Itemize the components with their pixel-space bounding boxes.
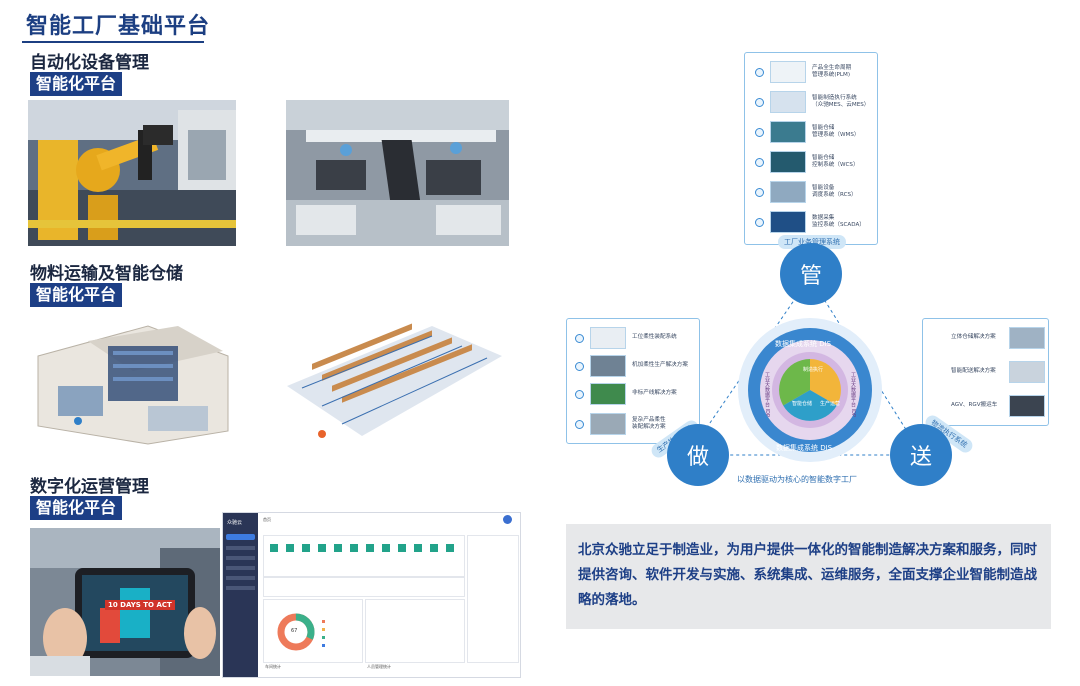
production-systems-box: 工位柔性装配系统 机加柔性生产解决方案 非标产线解决方案 复杂产品柔性 装配解决… [566, 318, 700, 444]
empty-panel [365, 599, 465, 663]
title-underline [22, 41, 204, 43]
plm-thumbnail [770, 61, 806, 83]
logistics-systems-box: 立体仓储解决方案 智能配送解决方案 AGV、RGV搬运车 [922, 318, 1049, 426]
list-item: 产品全生命周期 管理系统(PLM) [755, 61, 851, 83]
dashboard-nav-item[interactable] [226, 576, 255, 580]
list-item: 非标产线解决方案 [575, 383, 677, 405]
company-description-box: 北京众驰立足于制造业，为用户提供一体化的智能制造解决方案和服务，同时提供咨询、软… [566, 524, 1051, 629]
agv-thumbnail [1009, 395, 1045, 417]
make-circle: 做 [667, 424, 729, 486]
section-badge-logistics: 智能化平台 [30, 283, 123, 307]
inner-label-right: 工业大数据平台 IDP [850, 372, 856, 417]
wcs-thumbnail [770, 151, 806, 173]
tablet-ar-photo: 10 DAYS TO ACT [30, 528, 220, 676]
dashboard-tab[interactable]: 首页 [263, 517, 271, 522]
robot-arm-photo [28, 100, 236, 246]
custom-line-thumbnail [590, 383, 626, 405]
dashboard-nav-item[interactable] [226, 566, 255, 570]
ring-label-top: 数据集成系统 DIS [775, 340, 832, 348]
donut-value: 67 [291, 628, 298, 634]
ring-label-bottom: 数据集成系统 DIS [776, 444, 833, 452]
dashboard-logo: 众驰云 [227, 520, 243, 526]
list-item: 智能配送解决方案 [945, 361, 1045, 383]
tablet-overlay-text: 10 DAYS TO ACT [105, 600, 175, 610]
section-title-equipment: 自动化设备管理 [30, 53, 149, 73]
rcs-thumbnail [770, 181, 806, 203]
donut-panel: 67 [263, 599, 363, 663]
list-item: 智能仓储 管理系统（WMS） [755, 121, 859, 143]
diagram-caption: 以数据驱动为核心的智能数字工厂 [737, 475, 857, 484]
page-title: 智能工厂基础平台 [26, 14, 211, 39]
core-label-2: 智能仓储 [792, 401, 813, 407]
inner-label-left: 工业大数据平台 IDP [764, 372, 770, 417]
section-title-operations: 数字化运营管理 [30, 477, 149, 497]
assembly-line-photo [286, 100, 509, 246]
list-item: 立体仓储解决方案 [945, 327, 1045, 349]
delivery-thumbnail [1009, 361, 1045, 383]
dashboard-nav-active[interactable] [226, 534, 255, 540]
list-item: 机加柔性生产解决方案 [575, 355, 688, 377]
right-panel [467, 535, 519, 663]
panel-staff-stats: 人员管理统计 [367, 664, 391, 669]
list-item: AGV、RGV搬运车 [945, 395, 1045, 417]
quick-entry-panel [263, 535, 465, 577]
task-cards [263, 577, 465, 597]
machining-thumbnail [590, 355, 626, 377]
scada-thumbnail [770, 211, 806, 233]
dashboard-nav-item[interactable] [226, 556, 255, 560]
mes-thumbnail [770, 91, 806, 113]
dashboard-nav-item[interactable] [226, 586, 255, 590]
list-item: 智能仓储 控制系统（WCS） [755, 151, 859, 173]
core-label-1: 制造执行 [803, 367, 824, 373]
list-item: 智能设备 调度系统（RCS） [755, 181, 857, 203]
section-badge-equipment: 智能化平台 [30, 72, 123, 96]
arc-label-management: 工厂业务管理系统 [778, 235, 846, 249]
warehouse-cutaway-photo [28, 316, 234, 446]
workstation-thumbnail [590, 327, 626, 349]
list-item: 数据采集 监控系统（SCADA） [755, 211, 865, 233]
avatar-icon[interactable] [503, 515, 512, 524]
connection-diagram [669, 240, 946, 462]
core-label-3: 生产运营 [820, 401, 841, 407]
3d-storage-thumbnail [1009, 327, 1045, 349]
list-item: 复杂产品柔性 装配解决方案 [575, 413, 666, 435]
panel-workshop-stats: 车间统计 [265, 664, 281, 669]
company-description: 北京众驰立足于制造业，为用户提供一体化的智能制造解决方案和服务，同时提供咨询、软… [578, 542, 1037, 608]
dashboard-sidebar: 众驰云 [223, 513, 258, 677]
dashboard-nav-item[interactable] [226, 546, 255, 550]
list-item: 智能制造执行系统 （众驰MES、云MES） [755, 91, 869, 113]
section-title-logistics: 物料运输及智能仓储 [30, 264, 183, 284]
wms-thumbnail [770, 121, 806, 143]
manage-circle: 管 [780, 243, 842, 305]
deliver-circle: 送 [890, 424, 952, 486]
list-item: 工位柔性装配系统 [575, 327, 677, 349]
management-systems-box: 产品全生命周期 管理系统(PLM) 智能制造执行系统 （众驰MES、云MES） … [744, 52, 878, 245]
assembly-thumbnail [590, 413, 626, 435]
section-badge-operations: 智能化平台 [30, 496, 123, 520]
dashboard-screenshot: 众驰云 首页 [222, 512, 521, 678]
storage-racks-photo [282, 316, 504, 450]
